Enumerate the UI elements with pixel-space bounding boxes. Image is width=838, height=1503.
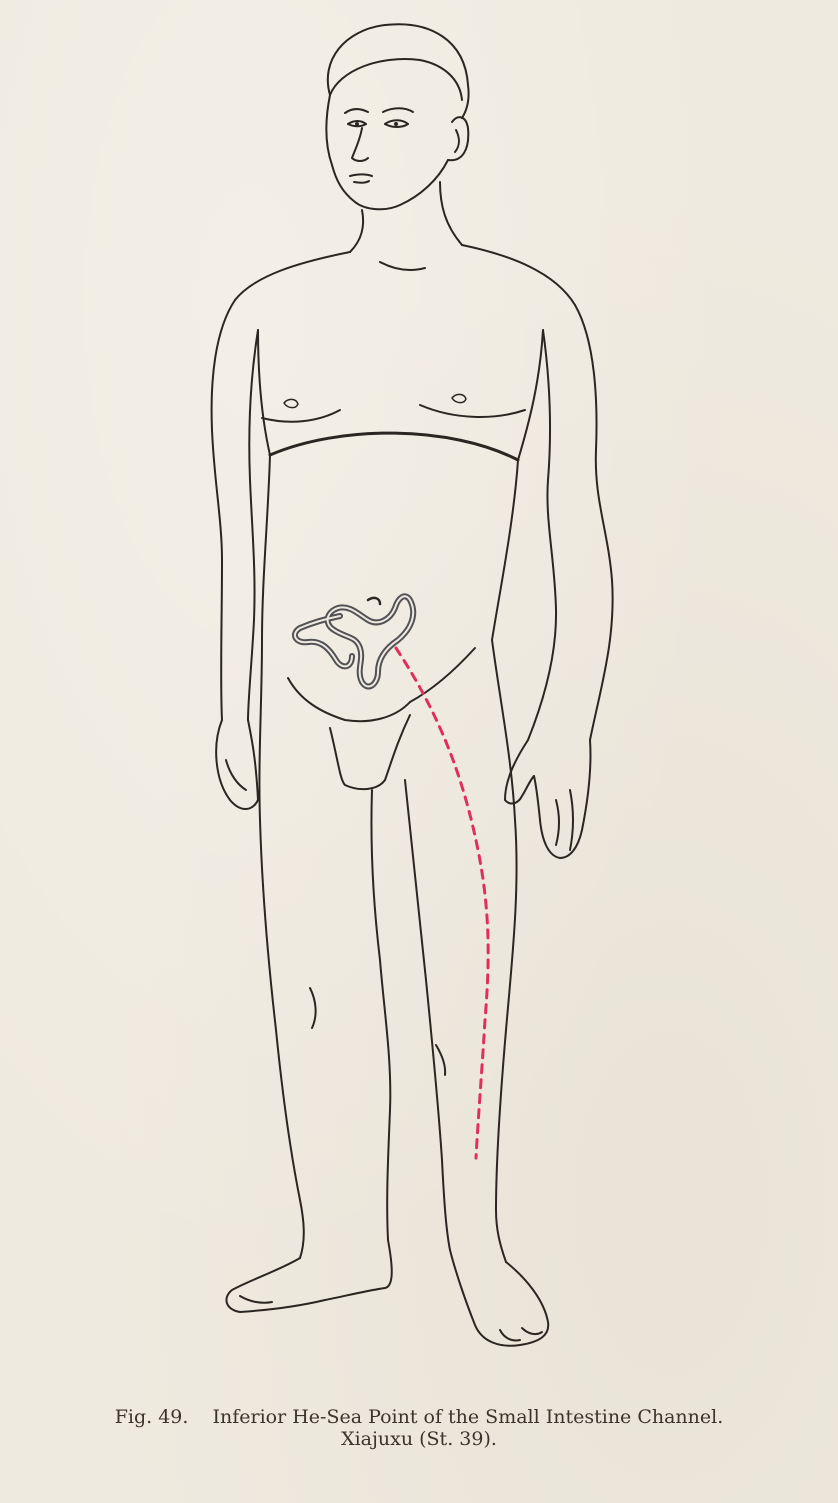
head-outline xyxy=(326,24,468,209)
right-leg-outline xyxy=(405,640,548,1346)
figure-number: Fig. 49. xyxy=(115,1406,189,1428)
channel-path xyxy=(396,648,488,1158)
caption-line-2: Xiajuxu (St. 39). xyxy=(0,1428,838,1450)
torso-outline xyxy=(235,245,575,789)
figure-caption: Fig. 49. Inferior He-Sea Point of the Sm… xyxy=(0,1406,838,1450)
anatomy-figure xyxy=(0,0,838,1400)
figure-title: Inferior He-Sea Point of the Small Intes… xyxy=(212,1406,723,1428)
neck-outline xyxy=(350,182,462,270)
caption-line-1: Fig. 49. Inferior He-Sea Point of the Sm… xyxy=(0,1406,838,1428)
right-arm-outline xyxy=(505,305,613,858)
left-arm-outline xyxy=(212,300,258,809)
